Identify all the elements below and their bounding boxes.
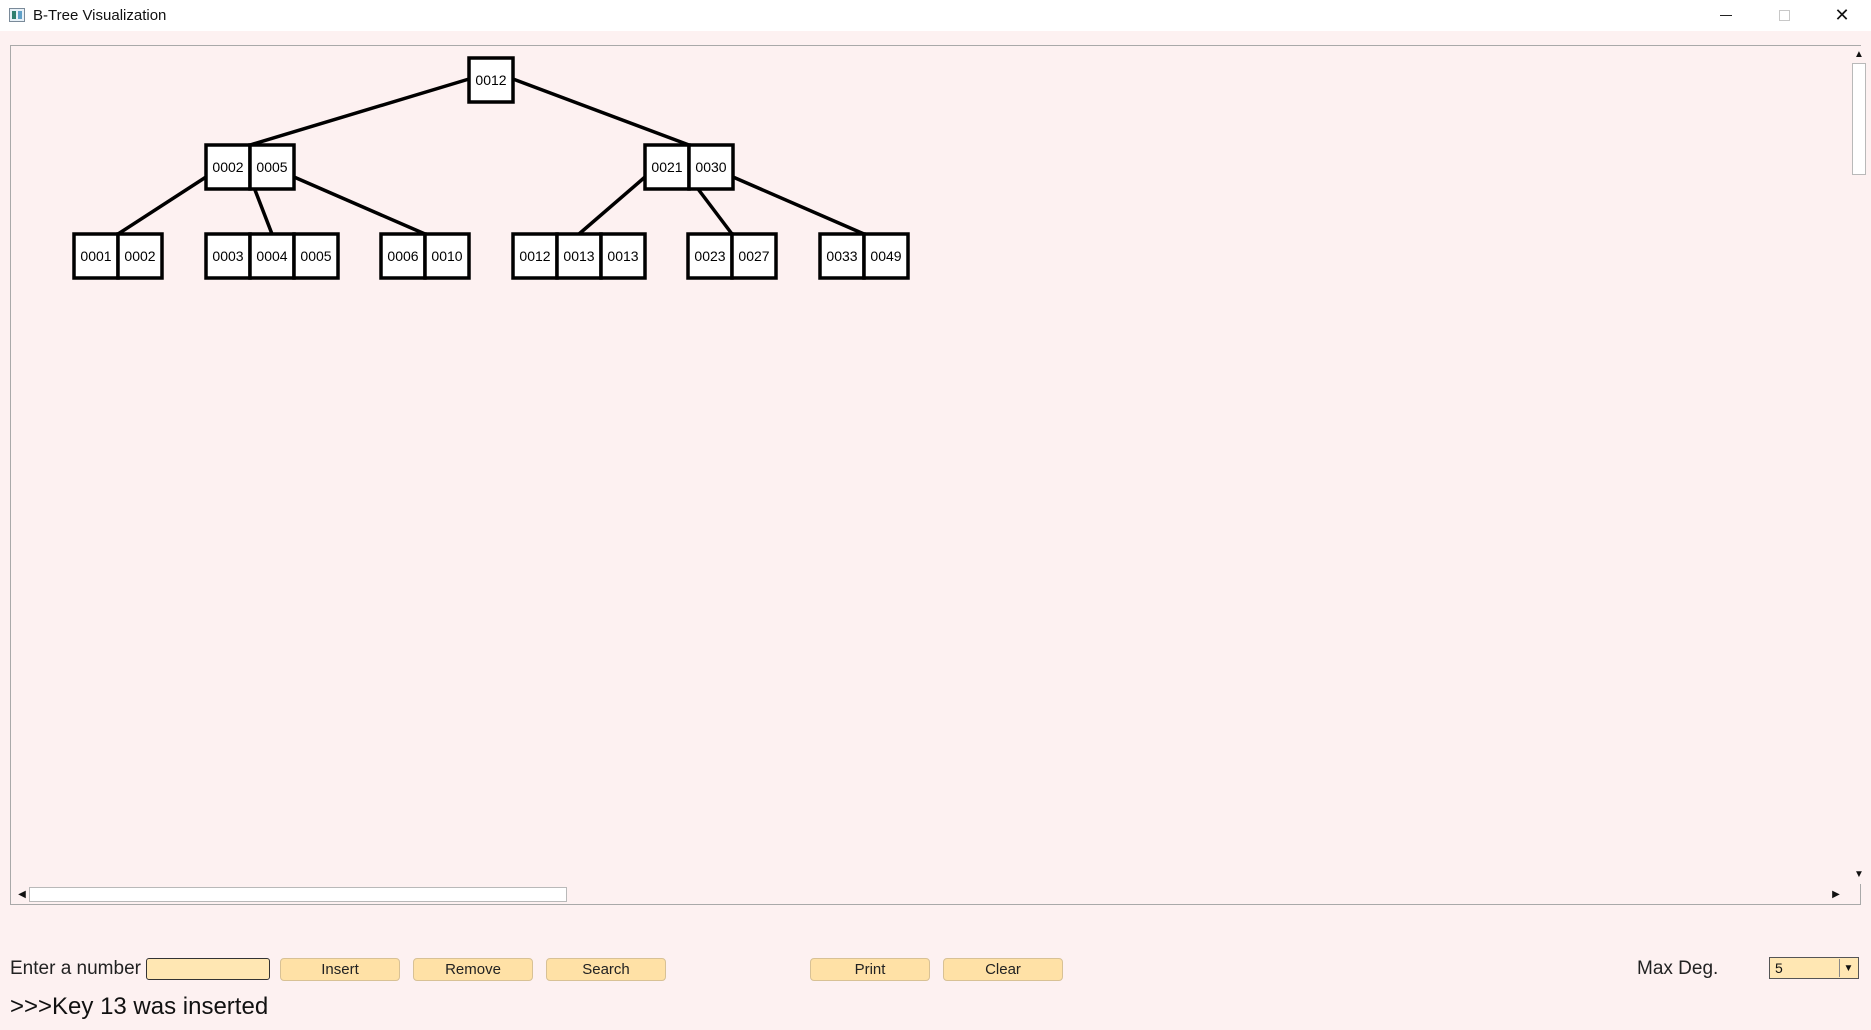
node-cell	[248, 232, 296, 280]
btree-leaf-node: 0001 0002	[72, 232, 164, 280]
node-key: 0004	[256, 248, 287, 264]
node-cell	[599, 232, 647, 280]
tree-edge	[249, 77, 470, 147]
btree-diagram: 0012 0002 0005 0001 0002 0003 0004 0005 0006 0010…	[72, 56, 910, 280]
node-key: 0010	[431, 248, 462, 264]
btree-leaf-node: 0023 0027	[686, 232, 778, 280]
node-cell	[248, 143, 296, 191]
node-cell	[862, 232, 910, 280]
max-degree-value: 5	[1775, 960, 1783, 976]
node-cell	[687, 143, 735, 191]
tree-canvas[interactable]: 0012 0002 0005 0001 0002 0003 0004 0005 0006 0010…	[10, 45, 1869, 905]
node-key: 0012	[475, 72, 506, 88]
node-key: 0013	[563, 248, 594, 264]
minimize-icon	[1720, 15, 1732, 16]
tree-edge	[732, 175, 865, 236]
horizontal-scroll-thumb[interactable]	[29, 887, 567, 902]
horizontal-scrollbar[interactable]: ◀ ▶	[11, 884, 1849, 904]
node-key: 0005	[256, 159, 287, 175]
node-key: 0033	[826, 248, 857, 264]
node-key: 0001	[80, 248, 111, 264]
node-key: 0002	[212, 159, 243, 175]
node-key: 0023	[694, 248, 725, 264]
print-button[interactable]: Print	[810, 958, 930, 981]
remove-button[interactable]: Remove	[413, 958, 533, 981]
node-cell	[292, 232, 340, 280]
tree-edge	[512, 77, 690, 147]
node-key: 0002	[124, 248, 155, 264]
scroll-right-icon[interactable]: ▶	[1832, 888, 1840, 900]
number-input[interactable]	[146, 958, 270, 980]
vertical-scroll-thumb[interactable]	[1852, 63, 1866, 175]
node-cell	[467, 56, 515, 104]
btree-root-node: 0012	[467, 56, 515, 104]
node-cell	[686, 232, 734, 280]
btree-leaf-node: 0012 0013 0013	[511, 232, 647, 280]
close-button[interactable]: ✕	[1813, 0, 1871, 31]
node-cell	[72, 232, 120, 280]
btree-internal-node: 0002 0005	[204, 143, 296, 191]
node-key: 0021	[651, 159, 682, 175]
node-key: 0013	[607, 248, 638, 264]
max-degree-select[interactable]: 5 ▼	[1769, 957, 1859, 979]
node-cell	[643, 143, 691, 191]
node-cell	[730, 232, 778, 280]
node-key: 0005	[300, 248, 331, 264]
node-key: 0030	[695, 159, 726, 175]
tree-edge	[577, 175, 647, 236]
enter-number-label: Enter a number	[10, 958, 141, 979]
btree-leaf-node: 0003 0004 0005	[204, 232, 340, 280]
scroll-left-icon[interactable]: ◀	[18, 888, 26, 900]
maximize-button[interactable]	[1755, 0, 1813, 31]
btree-leaf-node: 0033 0049	[818, 232, 910, 280]
node-key: 0027	[738, 248, 769, 264]
node-key: 0049	[870, 248, 901, 264]
clear-button[interactable]: Clear	[943, 958, 1063, 981]
app-icon	[9, 8, 25, 22]
node-cell	[204, 232, 252, 280]
tree-edge	[293, 175, 426, 236]
vertical-scrollbar[interactable]: ▲ ▼	[1849, 46, 1869, 884]
insert-button[interactable]: Insert	[280, 958, 400, 981]
window-title: B-Tree Visualization	[33, 7, 167, 24]
status-message: >>>Key 13 was inserted	[10, 993, 269, 1020]
minimize-button[interactable]	[1697, 0, 1755, 31]
node-cell	[116, 232, 164, 280]
close-icon: ✕	[1834, 5, 1850, 25]
btree-internal-node: 0021 0030	[643, 143, 735, 191]
node-key: 0003	[212, 248, 243, 264]
node-cell	[379, 232, 427, 280]
btree-leaf-node: 0006 0010	[379, 232, 471, 280]
node-cell	[423, 232, 471, 280]
node-key: 0012	[519, 248, 550, 264]
title-bar: B-Tree Visualization ✕	[0, 0, 1871, 31]
dropdown-arrow-icon[interactable]: ▼	[1839, 959, 1857, 977]
search-button[interactable]: Search	[546, 958, 666, 981]
maximize-icon	[1778, 10, 1790, 21]
scroll-down-icon[interactable]: ▼	[1854, 868, 1864, 880]
max-degree-label: Max Deg.	[1637, 958, 1719, 979]
node-key: 0006	[387, 248, 418, 264]
tree-edge	[117, 175, 207, 236]
scroll-up-icon[interactable]: ▲	[1854, 48, 1864, 60]
